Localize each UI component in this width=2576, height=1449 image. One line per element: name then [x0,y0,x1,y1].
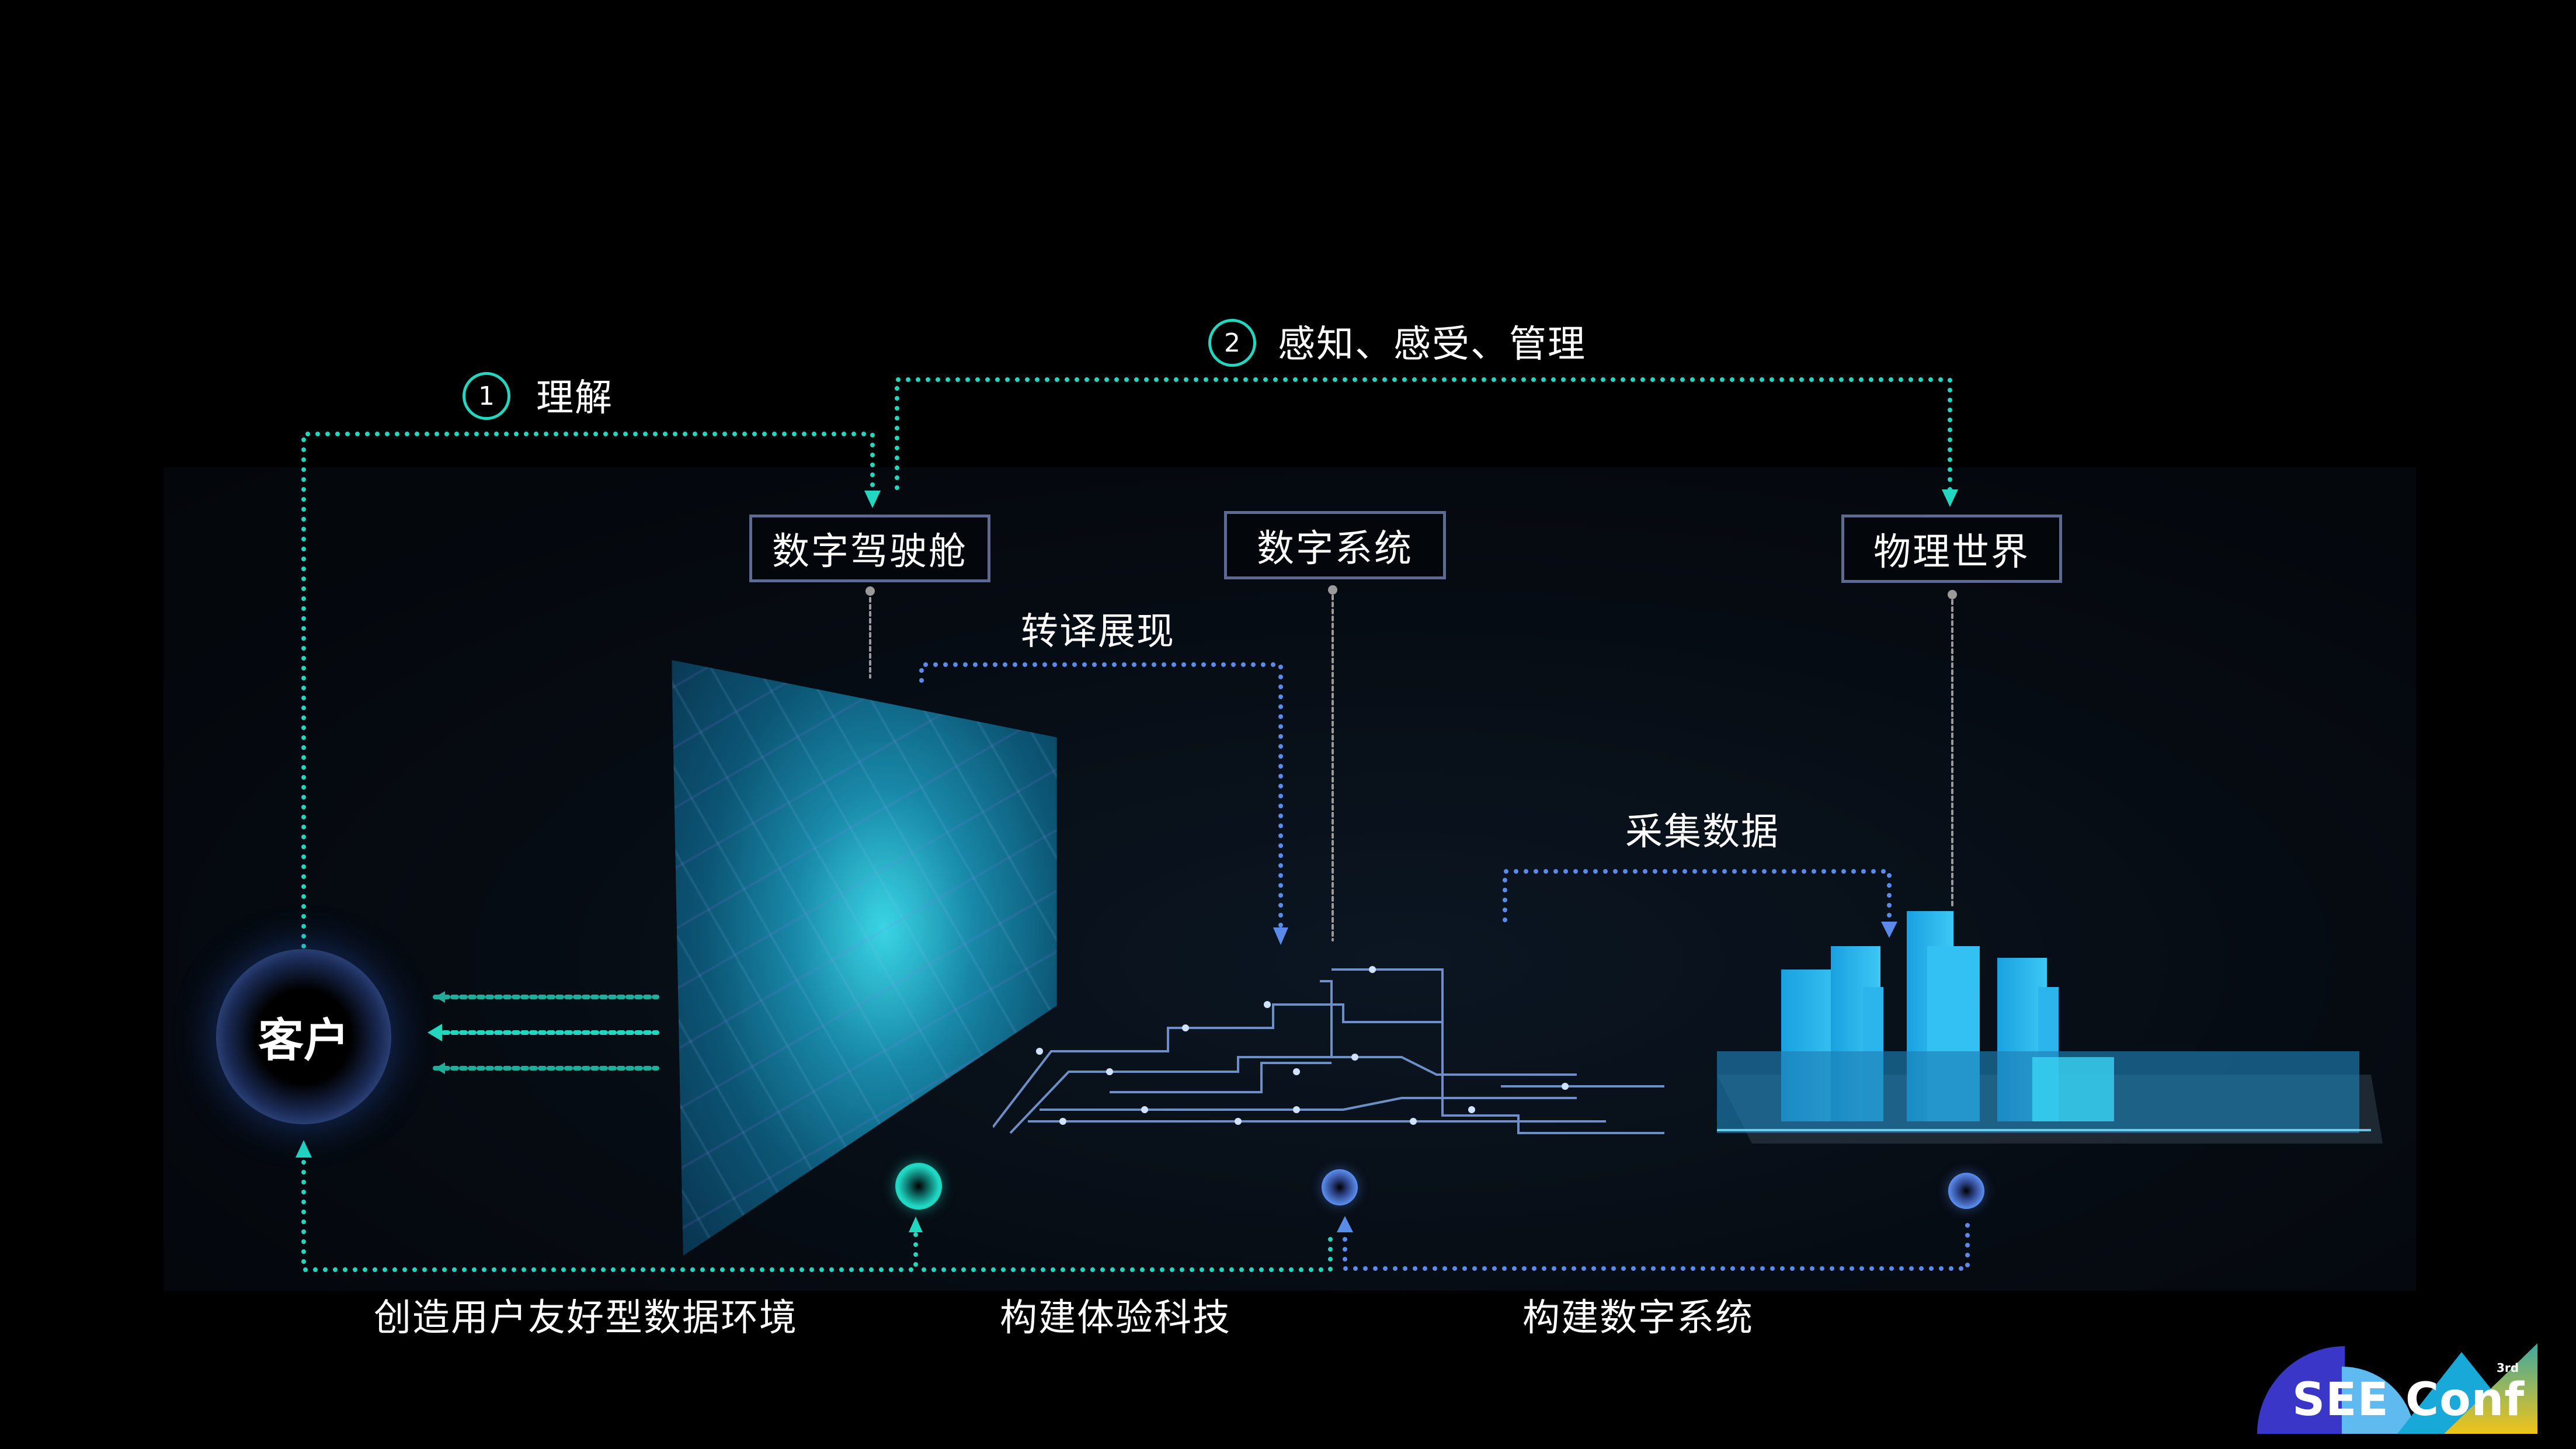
digital-system-box: 数字系统 [1224,511,1446,579]
customer-node: 客户 [216,949,391,1124]
logo-edition: 3rd [2497,1361,2519,1375]
step-1-number: 1 [478,381,495,411]
step-2-label: 感知、感受、管理 [1278,323,1586,366]
digital-system-node-icon [1322,1169,1358,1205]
logo-text: SEE Conf [2292,1374,2525,1426]
physical-world-label: 物理世界 [1873,530,2030,574]
experience-tech-node-icon [895,1163,942,1210]
build-system-label: 构建数字系统 [1522,1297,1754,1340]
digital-system-network-image [993,966,1664,1134]
physical-world-box: 物理世界 [1841,515,2062,583]
see-conf-logo: SEE Conf 3rd [2251,1332,2555,1437]
digital-cockpit-box: 数字驾驶舱 [749,515,990,582]
scene-panel [164,467,2416,1291]
physical-world-node-icon [1948,1173,1984,1209]
step-1-label: 理解 [536,377,613,420]
customer-label: 客户 [258,1014,349,1067]
translate-present-label: 转译展现 [1021,610,1175,654]
step-2-number: 2 [1224,328,1240,358]
digital-cockpit-label: 数字驾驶舱 [772,530,968,574]
step-1-badge: 1 [463,372,510,420]
collect-data-label: 采集数据 [1625,811,1779,854]
physical-world-city-image [1717,911,2383,1144]
create-env-label: 创造用户友好型数据环境 [374,1297,798,1340]
logo-shapes-icon [2257,1343,2537,1434]
build-experience-label: 构建体验科技 [1000,1297,1231,1340]
arrowheads [296,489,1958,1232]
step-2-badge: 2 [1208,319,1256,367]
digital-system-label: 数字系统 [1257,527,1413,571]
